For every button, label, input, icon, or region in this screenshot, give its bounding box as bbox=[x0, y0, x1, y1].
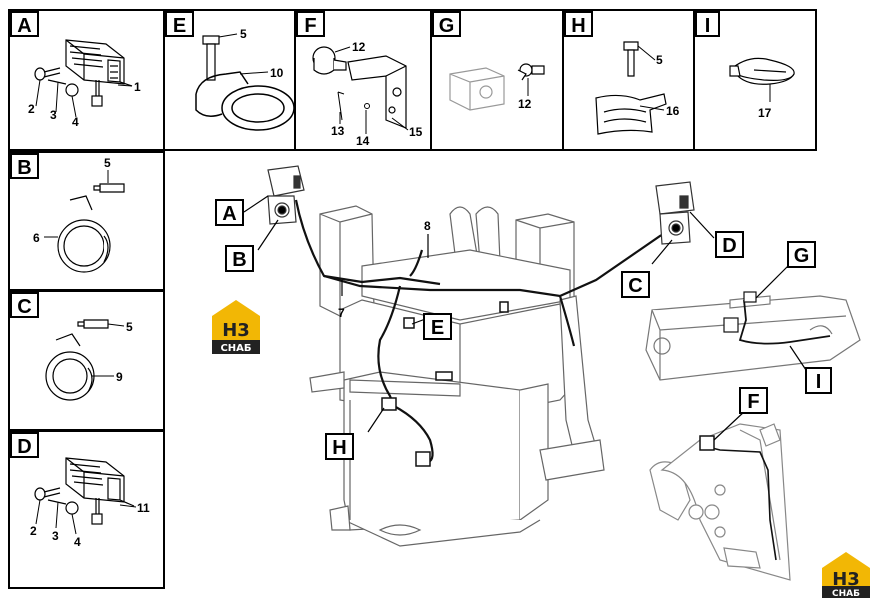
leader-lines bbox=[35, 79, 133, 118]
part-number: 11 bbox=[137, 501, 150, 515]
panel-e-letter: E bbox=[173, 15, 186, 37]
panel-h-letter: H bbox=[571, 15, 585, 37]
brand-logo-right: H3 CHAБ bbox=[822, 552, 870, 599]
logo-line-2: CHAБ bbox=[220, 343, 251, 354]
cover-drawing bbox=[449, 67, 505, 111]
callout-i: I bbox=[816, 371, 822, 393]
callout-b: B bbox=[232, 249, 246, 271]
panel-g: G 12 bbox=[432, 11, 545, 111]
part-number: 15 bbox=[409, 125, 423, 139]
part-number: 5 bbox=[240, 27, 247, 41]
callout-leaders bbox=[243, 195, 715, 433]
panel-b-letter: B bbox=[17, 157, 31, 179]
callout-g: G bbox=[794, 245, 810, 267]
part-number: 7 bbox=[338, 306, 345, 320]
panel-c: C 5 9 bbox=[10, 292, 133, 401]
boom-harness bbox=[738, 299, 831, 345]
cab-detail-drawing bbox=[649, 423, 791, 581]
panel-a-letter: A bbox=[17, 15, 31, 37]
part-number: 8 bbox=[424, 219, 431, 233]
part-number: 16 bbox=[666, 104, 680, 118]
panel-f-letter: F bbox=[304, 15, 316, 37]
callout-e: E bbox=[431, 317, 444, 339]
logo-line-2: CHAБ bbox=[832, 589, 860, 599]
panel-g-letter: G bbox=[439, 15, 455, 37]
panel-i-letter: I bbox=[705, 15, 711, 37]
relay-mount-left bbox=[267, 165, 305, 225]
panel-d: D 11 2 3 4 bbox=[10, 432, 150, 549]
horn-drawing bbox=[57, 183, 125, 273]
callout-a: A bbox=[222, 203, 236, 225]
part-number: 4 bbox=[74, 535, 81, 549]
part-number: 17 bbox=[758, 106, 772, 120]
panel-c-letter: C bbox=[17, 296, 31, 318]
panel-i: I 17 bbox=[695, 11, 795, 120]
part-number: 5 bbox=[126, 320, 133, 334]
part-number: 10 bbox=[270, 66, 284, 80]
logo-line-1: H3 bbox=[222, 320, 250, 341]
panel-d-letter: D bbox=[17, 436, 31, 458]
wiring-harness bbox=[294, 199, 681, 464]
panel-a: A 1 2 3 4 bbox=[10, 11, 141, 129]
relay-drawing bbox=[34, 39, 133, 107]
bracket-drawing bbox=[312, 46, 407, 129]
connectors bbox=[381, 301, 509, 467]
part-number: 2 bbox=[28, 102, 35, 116]
relay-drawing bbox=[34, 457, 135, 525]
callout-boxes bbox=[215, 199, 832, 460]
part-number: 13 bbox=[331, 124, 345, 138]
part-number: 12 bbox=[352, 40, 366, 54]
callout-h: H bbox=[332, 437, 346, 459]
lamp-drawing bbox=[517, 63, 545, 81]
part-number: 5 bbox=[104, 156, 111, 170]
callout-c: C bbox=[628, 275, 642, 297]
horn-drawing bbox=[45, 319, 109, 401]
part-number: 2 bbox=[30, 524, 37, 538]
part-number: 4 bbox=[72, 115, 79, 129]
boom-detail-drawing bbox=[645, 295, 861, 381]
callout-d: D bbox=[722, 235, 736, 257]
cab-harness bbox=[703, 445, 777, 561]
relay-mount-right bbox=[655, 181, 695, 245]
part-number: 1 bbox=[134, 80, 141, 94]
bolt-drawing bbox=[202, 35, 220, 81]
part-number: 12 bbox=[518, 97, 532, 111]
logo-line-1: H3 bbox=[832, 569, 860, 590]
clamp-drawing bbox=[195, 71, 295, 131]
panel-e: E 5 10 bbox=[165, 11, 295, 131]
boom-connectors bbox=[723, 291, 757, 333]
bolt-drawing bbox=[623, 41, 639, 77]
brand-logo-left: H3 CHAБ bbox=[212, 300, 260, 354]
part-number: 6 bbox=[33, 231, 40, 245]
machine-frame-drawing bbox=[309, 205, 605, 547]
part-number: 9 bbox=[116, 370, 123, 384]
callout-f: F bbox=[747, 391, 759, 413]
panel-frames bbox=[8, 9, 817, 589]
panel-f: F 12 13 14 15 bbox=[296, 11, 423, 148]
part-number: 3 bbox=[52, 529, 59, 543]
strap-drawing bbox=[595, 93, 667, 135]
panel-b: B 5 6 bbox=[10, 153, 125, 273]
part-number: 14 bbox=[356, 134, 370, 148]
part-number: 3 bbox=[50, 108, 57, 122]
panel-h: H 5 16 bbox=[564, 11, 680, 135]
cable-tie-drawing bbox=[729, 57, 795, 85]
cab-light-bracket bbox=[699, 435, 715, 451]
part-number: 5 bbox=[656, 53, 663, 67]
